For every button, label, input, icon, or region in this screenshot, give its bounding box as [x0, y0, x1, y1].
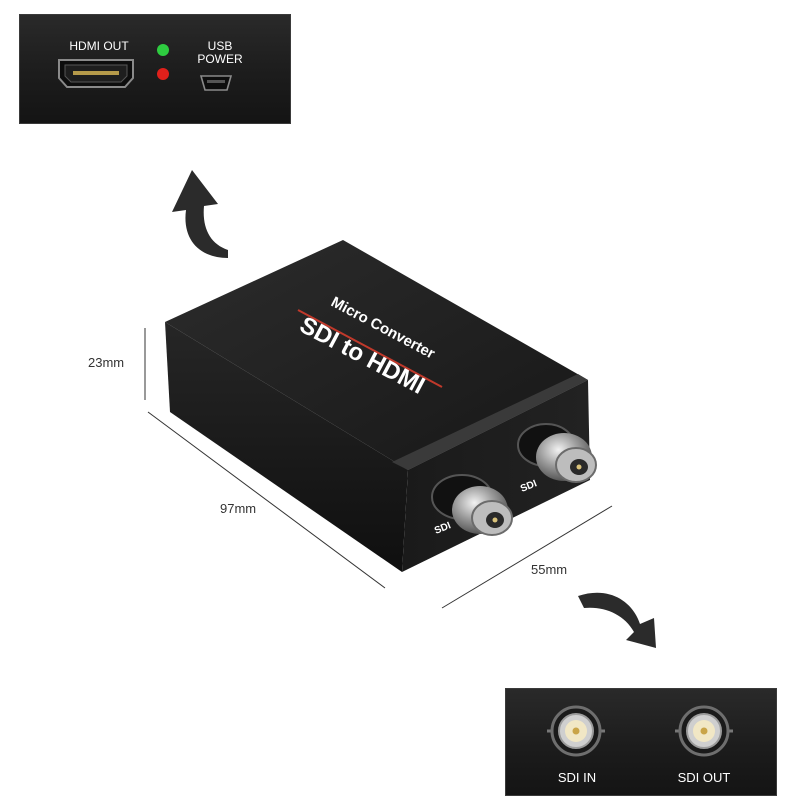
green-led-icon [157, 44, 169, 56]
sdi-bnc-connector-front-icon [431, 474, 513, 536]
sdi-out-port-icon [675, 705, 733, 757]
bottom-connector-panel: SDI IN SDI OUT [505, 688, 777, 796]
red-led-icon [157, 68, 169, 80]
hdmi-out-label: HDMI OUT [69, 39, 129, 53]
label-accent-line [297, 309, 443, 388]
sdi-bnc-connector-rear-icon [517, 423, 597, 483]
height-dimension-label: 23mm [88, 355, 125, 370]
sdi-out-label: SDI OUT [677, 770, 731, 785]
length-dimension-label: 97mm [220, 501, 257, 516]
micro-usb-port-icon [199, 75, 233, 91]
top-panel-ports [58, 44, 233, 91]
sdi-in-label: SDI IN [557, 770, 597, 785]
bottom-panel-ports [547, 705, 733, 757]
width-dimension-line [441, 505, 613, 609]
top-connector-panel: HDMI OUT USB POWER [19, 14, 291, 124]
hdmi-port-icon [58, 59, 134, 88]
usb-power-label-line2: POWER [197, 52, 243, 66]
arrow-down-icon [578, 592, 656, 648]
converter-device: Micro Converter SDI to HDMI SDI SDI [165, 240, 597, 572]
width-dimension-label: 55mm [531, 562, 568, 577]
usb-power-label-line1: USB [207, 39, 233, 53]
dimension-lines [144, 328, 613, 609]
length-dimension-line [147, 411, 386, 589]
arrow-up-icon [172, 170, 228, 258]
sdi-in-port-icon [547, 705, 605, 757]
